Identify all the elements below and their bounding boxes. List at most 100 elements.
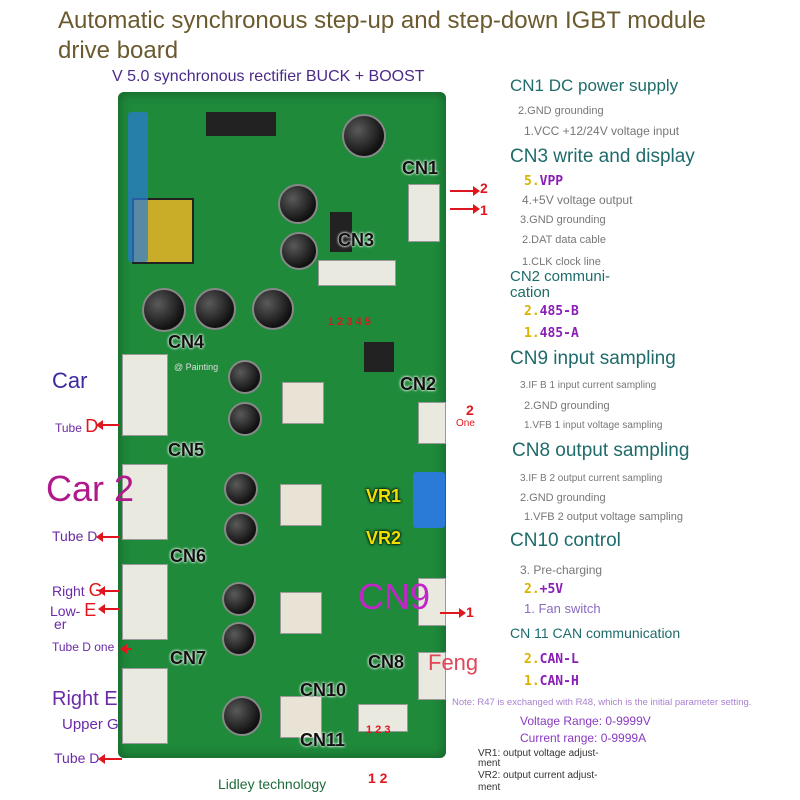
connector-cn2 xyxy=(418,402,446,444)
label-cn2: CN2 xyxy=(400,374,437,394)
label-lower2: er xyxy=(54,616,67,632)
connector-cn5 xyxy=(122,464,168,540)
label-tube-d-one: Tube D one xyxy=(52,640,115,654)
capacitor xyxy=(194,288,236,330)
cn2-pin2: 2 xyxy=(466,402,474,418)
cn10-item-2: 2.+5V xyxy=(524,582,564,597)
label-cn9: CN9 xyxy=(358,576,431,617)
capacitor xyxy=(228,360,262,394)
vr2-note: VR2: output current adjust- xyxy=(478,770,598,781)
connector-cn11 xyxy=(358,704,408,732)
trimmer-pot xyxy=(413,472,445,528)
cn11-pin-numbers: 1 2 3 xyxy=(366,724,391,736)
cn3-item-2: 2.DAT data cable xyxy=(522,234,606,246)
cn2-pin1: One xyxy=(456,418,475,429)
cn1-pin2: 2 xyxy=(480,180,488,196)
cn3-item-4: 4.+5V voltage output xyxy=(522,193,633,207)
cn3-pin-numbers: 1 2 3 4 5 xyxy=(328,316,371,328)
cn3-header: CN3 write and display xyxy=(510,146,695,167)
arrow xyxy=(120,644,132,654)
label-lower: Low- E xyxy=(50,600,97,620)
connector-cn8 xyxy=(418,652,446,700)
cn11-pin-1: 1.CAN-H xyxy=(524,674,579,689)
optocoupler xyxy=(280,696,322,738)
cn8-item-1: 1.VFB 2 output voltage sampling xyxy=(524,511,683,523)
cn11-header: CN 11 CAN communication xyxy=(510,625,681,641)
note: Note: R47 is exchanged with R48, which i… xyxy=(452,697,752,708)
page-subtitle: V 5.0 synchronous rectifier BUCK + BOOST xyxy=(112,68,425,85)
cn8-item-3: 3.IF B 2 output current sampling xyxy=(520,473,663,484)
arrow xyxy=(98,754,122,764)
cn3-item-1: 1.CLK clock line xyxy=(522,256,601,268)
label-car: Car xyxy=(52,368,88,393)
cn2-pin-2: 2.485-B xyxy=(524,304,579,319)
capacitor xyxy=(228,402,262,436)
cn2-header-line1: CN2 communi- xyxy=(510,268,611,285)
capacitor xyxy=(222,622,256,656)
optocoupler xyxy=(282,382,324,424)
capacitor xyxy=(278,184,318,224)
arrow xyxy=(98,604,120,614)
cn3-item-3: 3.GND grounding xyxy=(520,214,606,226)
label-cn11: CN11 xyxy=(300,730,346,750)
label-cn10: CN10 xyxy=(300,680,347,700)
arrow xyxy=(96,532,120,542)
label-vr1: VR1 xyxy=(366,486,402,506)
cn8-header: CN8 output sampling xyxy=(512,440,690,461)
vr2-note-2: ment xyxy=(478,782,501,793)
label-upper-g: Upper G xyxy=(62,716,119,733)
vr1-note-2: ment xyxy=(478,758,501,769)
arrow xyxy=(450,186,480,196)
cn1-pin1: 1 xyxy=(480,202,488,218)
cn9-item-1: 1.VFB 1 input voltage sampling xyxy=(524,420,663,431)
capacitor xyxy=(142,288,186,332)
capacitor xyxy=(222,582,256,616)
label-cn1: CN1 xyxy=(402,158,439,178)
capacitor xyxy=(280,232,318,270)
pcb-board: CN1 CN3 CN4 CN2 CN5 CN6 CN7 CN8 CN10 CN1… xyxy=(118,92,446,758)
current-range: Current range: 0-9999A xyxy=(520,731,647,745)
watermark: @ Painting xyxy=(174,362,219,372)
cn9-item-2: 2.GND grounding xyxy=(524,400,610,412)
capacitor xyxy=(342,114,386,158)
cn10-item-3: 3. Pre-charging xyxy=(520,563,603,577)
voltage-range: Voltage Range: 0-9999V xyxy=(520,714,651,728)
arrow xyxy=(440,608,466,618)
connector-cn3 xyxy=(318,260,396,286)
arrow xyxy=(450,204,480,214)
cn9-pin: 1 xyxy=(466,604,474,620)
arrow xyxy=(98,586,120,596)
cn2-header-line2: cation xyxy=(510,284,551,301)
label-vr2: VR2 xyxy=(366,528,402,548)
capacitor xyxy=(224,472,258,506)
blue-component xyxy=(128,112,148,262)
connector-cn4 xyxy=(122,354,168,436)
connector-cn1 xyxy=(408,184,440,242)
cn11-pin-2: 2.CAN-L xyxy=(524,652,579,667)
capacitor xyxy=(252,288,294,330)
label-feng: Feng xyxy=(428,650,479,675)
optocoupler xyxy=(280,592,322,634)
label-cn5: CN5 xyxy=(168,440,205,460)
cn11-bottom-pins: 1 2 xyxy=(368,770,388,786)
label-cn3: CN3 xyxy=(338,230,375,250)
label-car2: Car 2 xyxy=(46,468,135,509)
ic-chip xyxy=(206,112,276,136)
vr1-note: VR1: output voltage adjust- xyxy=(478,748,599,759)
label-tube-d3: Tube D- xyxy=(54,750,105,766)
cn3-vpp: 5.VPP xyxy=(524,174,564,189)
connector-cn9 xyxy=(418,578,446,626)
label-tube-d2: Tube D xyxy=(52,528,98,544)
cn10-header: CN10 control xyxy=(510,530,621,551)
cn2-pin-1: 1.485-A xyxy=(524,326,579,341)
capacitor xyxy=(222,696,262,736)
page-title: Automatic synchronous step-up and step-d… xyxy=(58,7,706,64)
footer-brand: Lidley technology xyxy=(218,776,327,792)
label-right-g: Right G xyxy=(52,580,103,600)
arrow xyxy=(96,420,120,430)
optocoupler xyxy=(280,484,322,526)
mcu-chip xyxy=(364,342,394,372)
cn10-item-1: 1. Fan switch xyxy=(524,601,601,616)
cn1-item-1: 1.VCC +12/24V voltage input xyxy=(524,124,680,138)
label-cn6: CN6 xyxy=(170,546,207,566)
